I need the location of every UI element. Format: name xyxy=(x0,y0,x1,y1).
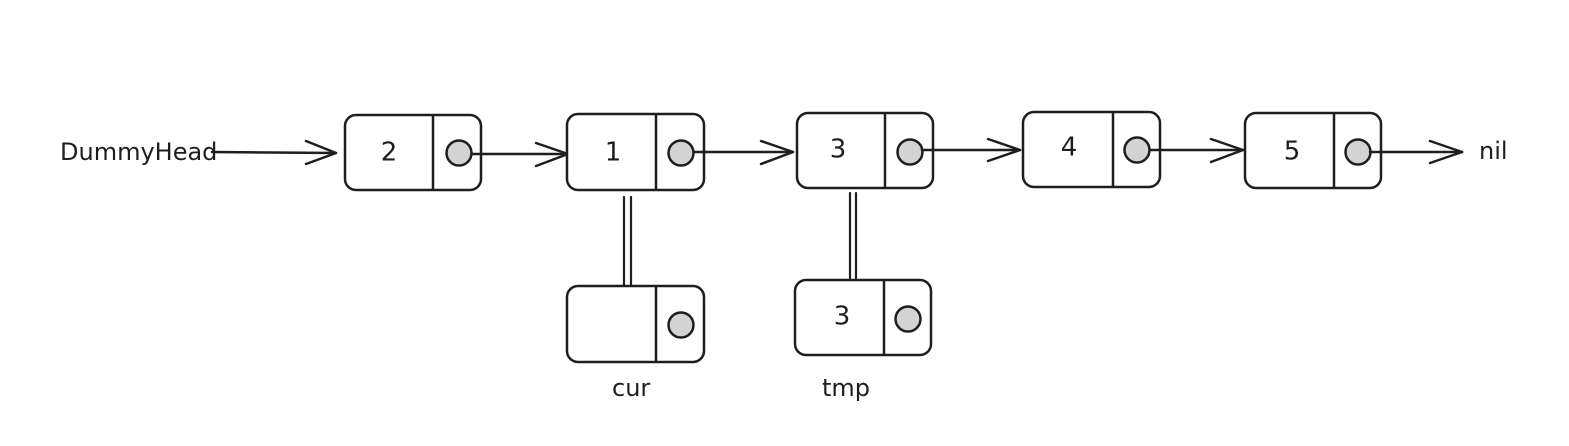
next-pointer-dot xyxy=(1344,138,1372,166)
list-node: 1 xyxy=(565,112,706,192)
node-box xyxy=(343,113,483,192)
next-pointer-dot xyxy=(896,138,924,166)
tmp-label: tmp xyxy=(822,374,870,402)
next-pointer-dot xyxy=(1123,136,1151,164)
tmp-pointer-link xyxy=(848,191,858,280)
next-pointer-dot xyxy=(667,139,695,167)
next-pointer-dot xyxy=(445,139,473,167)
cur-pointer-link xyxy=(622,195,633,288)
next-pointer-dot xyxy=(894,305,922,333)
list-node: 5 xyxy=(1243,111,1383,190)
cur-node xyxy=(565,284,706,364)
list-node: 3 xyxy=(795,111,935,190)
tail-arrow xyxy=(1368,139,1464,165)
list-node: 4 xyxy=(1021,110,1162,189)
node-value: 1 xyxy=(605,138,622,168)
head-arrow xyxy=(210,139,338,166)
node-value: 5 xyxy=(1284,137,1301,167)
list-node: 2 xyxy=(343,113,483,192)
link-arrow xyxy=(920,137,1022,163)
node-value: 3 xyxy=(834,302,851,332)
node-value: 3 xyxy=(830,135,847,165)
node-box xyxy=(1243,111,1383,190)
node-box xyxy=(565,284,706,364)
link-arrow xyxy=(470,141,570,168)
tmp-node: 3 xyxy=(793,278,933,357)
node-value: 2 xyxy=(381,138,398,168)
node-box xyxy=(793,278,933,357)
link-arrow xyxy=(1148,137,1245,164)
next-pointer-dot xyxy=(667,311,695,339)
cur-label: cur xyxy=(612,374,650,402)
nil-label: nil xyxy=(1479,137,1508,165)
node-value: 4 xyxy=(1061,133,1078,163)
dummy-head-label: DummyHead xyxy=(60,138,217,166)
link-arrow xyxy=(692,139,795,166)
